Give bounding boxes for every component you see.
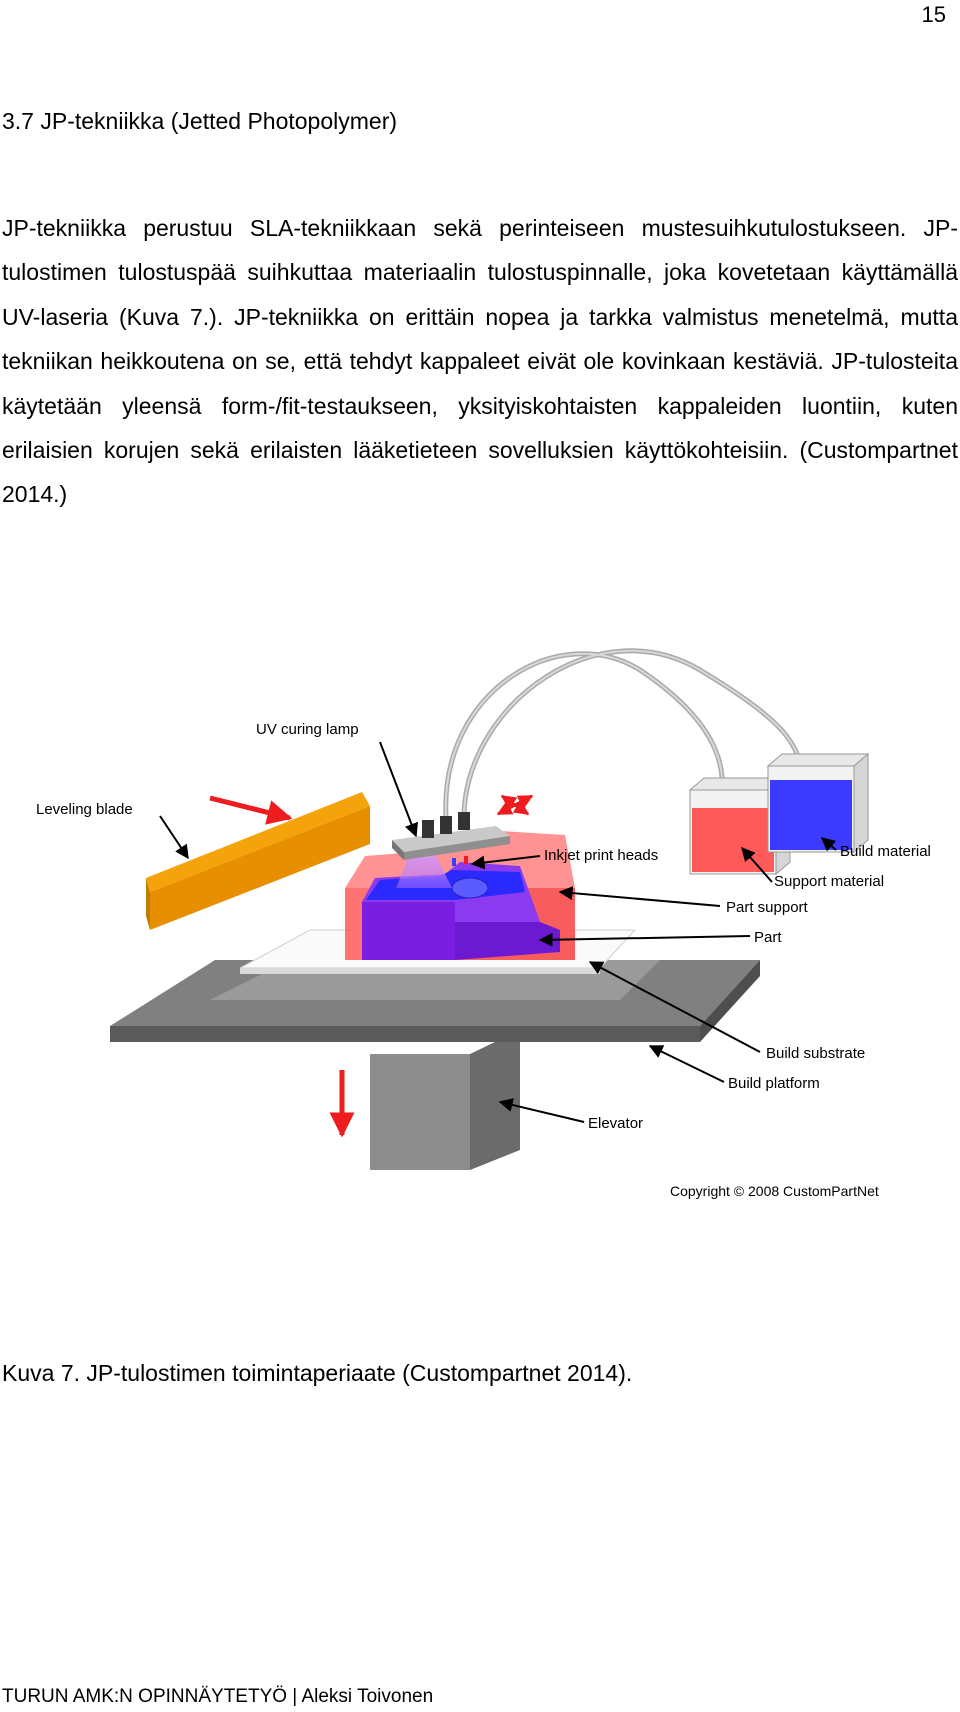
label-uv-curing-lamp: UV curing lamp (256, 721, 359, 738)
print-head-carriage (392, 812, 510, 866)
label-build-material: Build material (840, 843, 931, 860)
jp-printer-figure: UV curing lamp Leveling blade Inkjet pri… (0, 630, 960, 1320)
head-motion-arrow (496, 794, 534, 816)
label-part: Part (754, 929, 782, 946)
callout-lines (159, 741, 837, 1123)
label-support-material: Support material (774, 873, 884, 890)
section-heading: 3.7 JP-tekniikka (Jetted Photopolymer) (2, 108, 398, 134)
figure-caption: Kuva 7. JP-tulostimen toimintaperiaate (… (2, 1360, 633, 1386)
label-build-substrate: Build substrate (766, 1045, 865, 1062)
label-inkjet-print-heads: Inkjet print heads (544, 847, 658, 864)
label-build-platform: Build platform (728, 1075, 820, 1092)
leveling-blade (146, 792, 370, 930)
build-material-tank (766, 752, 870, 854)
figure-copyright: Copyright © 2008 CustomPartNet (670, 1183, 879, 1199)
label-elevator: Elevator (588, 1115, 643, 1132)
body-paragraph: JP-tekniikka perustuu SLA-tekniikkaan se… (2, 215, 958, 508)
page-number: 15 (921, 2, 946, 27)
elevator-column (370, 1030, 520, 1170)
supply-tubes (443, 648, 803, 817)
page-footer: TURUN AMK:N OPINNÄYTETYÖ | Aleksi Toivon… (2, 1686, 434, 1707)
blade-motion-arrow (209, 795, 293, 825)
label-part-support: Part support (726, 899, 809, 916)
label-leveling-blade: Leveling blade (36, 801, 133, 818)
